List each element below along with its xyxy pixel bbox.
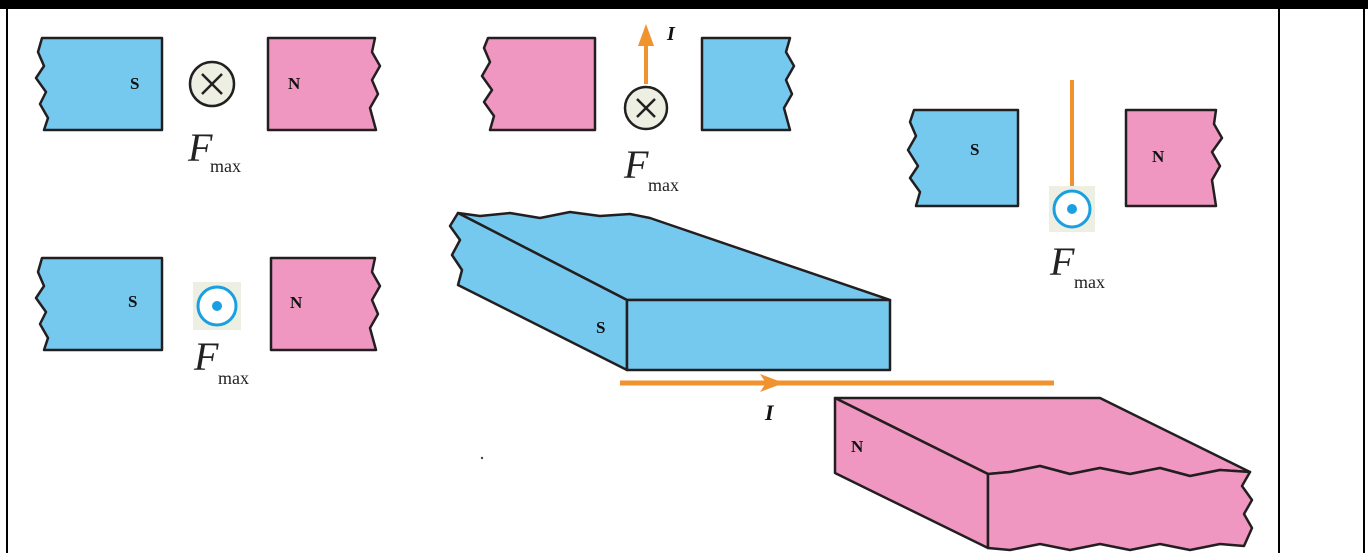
south-pole-label: S bbox=[128, 292, 137, 311]
south-pole-label: S bbox=[596, 318, 605, 337]
force-label: F bbox=[187, 125, 213, 170]
current-arrow-right-icon bbox=[760, 374, 784, 392]
pink-magnet-block bbox=[480, 36, 597, 132]
figure-bottom-left: S F max N bbox=[34, 256, 382, 388]
force-subscript: max bbox=[218, 368, 249, 388]
north-pole-label: N bbox=[851, 437, 864, 456]
south-pole-label: S bbox=[970, 140, 979, 159]
top-border bbox=[0, 0, 1368, 9]
dot-center bbox=[212, 301, 222, 311]
cross-stroke-2 bbox=[636, 98, 656, 118]
current-label: I bbox=[764, 400, 775, 425]
figure-top-middle: I F max bbox=[480, 23, 796, 195]
north-slab-front-face bbox=[986, 464, 1254, 552]
force-label: F bbox=[193, 334, 219, 379]
south-slab-front-face bbox=[625, 298, 892, 372]
north-pole-label: N bbox=[290, 293, 303, 312]
current-label: I bbox=[666, 23, 676, 45]
stray-dot bbox=[480, 456, 484, 460]
south-pole-label: S bbox=[130, 74, 139, 93]
force-label: F bbox=[623, 142, 649, 187]
figure-3d: S I N bbox=[448, 210, 1254, 552]
north-pole-label: N bbox=[288, 74, 301, 93]
south-magnet-block bbox=[34, 36, 164, 132]
figure-right: S F max N bbox=[906, 80, 1224, 292]
south-magnet-block bbox=[906, 108, 1020, 208]
current-arrow-up-icon bbox=[638, 24, 654, 46]
north-magnet-block bbox=[266, 36, 382, 132]
north-pole-label: N bbox=[1152, 147, 1165, 166]
figure-top-left: S F max N bbox=[34, 36, 382, 176]
cross-stroke-2 bbox=[201, 73, 223, 95]
south-magnet-block bbox=[34, 256, 164, 352]
dot-center bbox=[1067, 204, 1077, 214]
force-subscript: max bbox=[648, 175, 679, 195]
force-label: F bbox=[1049, 239, 1075, 284]
north-magnet-block bbox=[269, 256, 382, 352]
force-subscript: max bbox=[210, 156, 241, 176]
force-subscript: max bbox=[1074, 272, 1105, 292]
blue-magnet-block bbox=[700, 36, 796, 132]
north-magnet-block bbox=[1124, 108, 1224, 208]
